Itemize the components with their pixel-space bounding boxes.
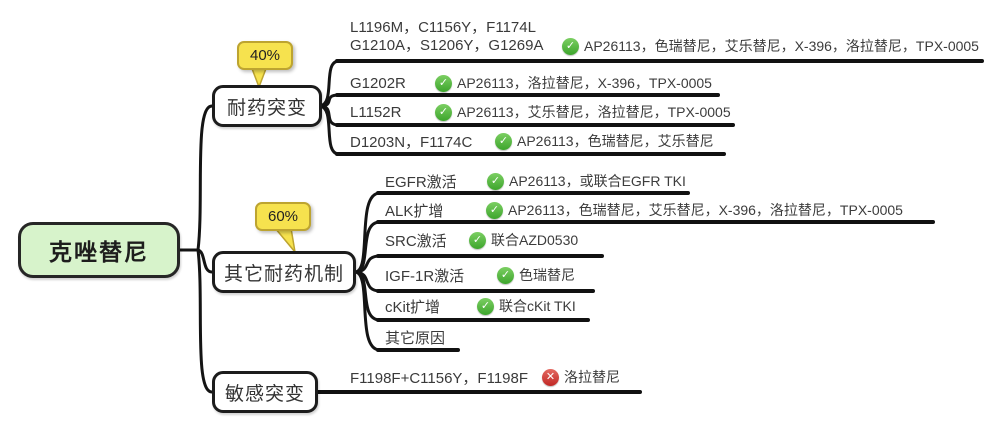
remedy-row[interactable]: ✓ AP26113，色瑞替尼，艾乐替尼，X-396，洛拉替尼，TPX-0005 [562, 37, 979, 55]
mutation-row[interactable]: D1203N，F1174C ✓ AP26113，色瑞替尼，艾乐替尼 [350, 132, 714, 151]
mechanism-label: EGFR激活 [385, 173, 457, 191]
mechanism-row[interactable]: 其它原因 [385, 328, 446, 347]
branch-label: 敏感突变 [224, 383, 305, 405]
mutation-row-label[interactable]: L1196M，C1156Y，F1174L G1210A，S1206Y，G1269… [350, 19, 543, 55]
remedy-text: 联合AZD0530 [491, 232, 579, 248]
mechanism-label: ALK扩增 [385, 202, 444, 220]
remedy-text: AP26113，或联合EGFR TKI [509, 173, 686, 189]
callout-60-percent[interactable]: 60% [255, 202, 311, 231]
mutation-row[interactable]: F1198F+C1156Y，F1198F ✕ 洛拉替尼 [350, 368, 620, 387]
mechanism-label: cKit扩增 [385, 298, 441, 316]
remedy-text: 洛拉替尼 [564, 369, 620, 385]
branch-node-resistance-mutations[interactable]: 耐药突变 [212, 85, 322, 127]
check-icon: ✓ [562, 37, 579, 55]
cross-icon: ✕ [542, 368, 559, 386]
mutation-line-1: L1196M，C1156Y，F1174L [350, 19, 536, 36]
mutation-line-2: G1210A，S1206Y，G1269A [350, 37, 544, 54]
mutation-label: L1152R [350, 103, 402, 121]
mechanism-row[interactable]: ALK扩增 ✓ AP26113，色瑞替尼，艾乐替尼，X-396，洛拉替尼，TPX… [385, 201, 903, 220]
check-icon: ✓ [435, 74, 452, 92]
branch-label: 耐药突变 [226, 97, 307, 119]
mechanism-label: IGF-1R激活 [385, 267, 465, 285]
remedy-text: AP26113，色瑞替尼，艾乐替尼 [517, 133, 714, 149]
root-label: 克唑替尼 [49, 239, 149, 265]
check-icon: ✓ [469, 231, 486, 249]
branch-node-other-mechanisms[interactable]: 其它耐药机制 [212, 251, 356, 293]
mutation-label: D1203N，F1174C [350, 133, 473, 151]
remedy-text: AP26113，色瑞替尼，艾乐替尼，X-396，洛拉替尼，TPX-0005 [584, 38, 979, 54]
remedy-text: AP26113，色瑞替尼，艾乐替尼，X-396，洛拉替尼，TPX-0005 [508, 202, 903, 218]
check-icon: ✓ [477, 297, 494, 315]
callout-40-percent[interactable]: 40% [237, 41, 293, 70]
check-icon: ✓ [497, 266, 514, 284]
mutation-row[interactable]: G1202R ✓ AP26113，洛拉替尼，X-396，TPX-0005 [350, 74, 712, 92]
mechanism-row[interactable]: cKit扩增 ✓ 联合cKit TKI [385, 297, 576, 316]
mechanism-row[interactable]: EGFR激活 ✓ AP26113，或联合EGFR TKI [385, 172, 686, 191]
mechanism-row[interactable]: IGF-1R激活 ✓ 色瑞替尼 [385, 266, 575, 285]
branch-label: 其它耐药机制 [223, 263, 344, 285]
mutation-row[interactable]: L1152R ✓ AP26113，艾乐替尼，洛拉替尼，TPX-0005 [350, 103, 731, 121]
remedy-text: AP26113，洛拉替尼，X-396，TPX-0005 [457, 75, 712, 91]
remedy-text: AP26113，艾乐替尼，洛拉替尼，TPX-0005 [457, 104, 731, 120]
mutation-label: G1202R [350, 74, 406, 92]
check-icon: ✓ [495, 132, 512, 150]
check-icon: ✓ [435, 103, 452, 121]
mechanism-row[interactable]: SRC激活 ✓ 联合AZD0530 [385, 231, 579, 250]
check-icon: ✓ [486, 201, 503, 219]
callout-label: 60% [267, 208, 299, 225]
remedy-text: 色瑞替尼 [519, 267, 575, 283]
callout-label: 40% [249, 47, 281, 64]
remedy-text: 联合cKit TKI [499, 298, 576, 314]
branch-node-sensitive-mutations[interactable]: 敏感突变 [212, 371, 318, 413]
root-node-crizotinib[interactable]: 克唑替尼 [18, 222, 180, 278]
mutation-label: F1198F+C1156Y，F1198F [350, 369, 529, 387]
mechanism-label: SRC激活 [385, 232, 447, 250]
check-icon: ✓ [487, 172, 504, 190]
callout-tail [273, 227, 297, 255]
mechanism-label: 其它原因 [385, 329, 446, 347]
